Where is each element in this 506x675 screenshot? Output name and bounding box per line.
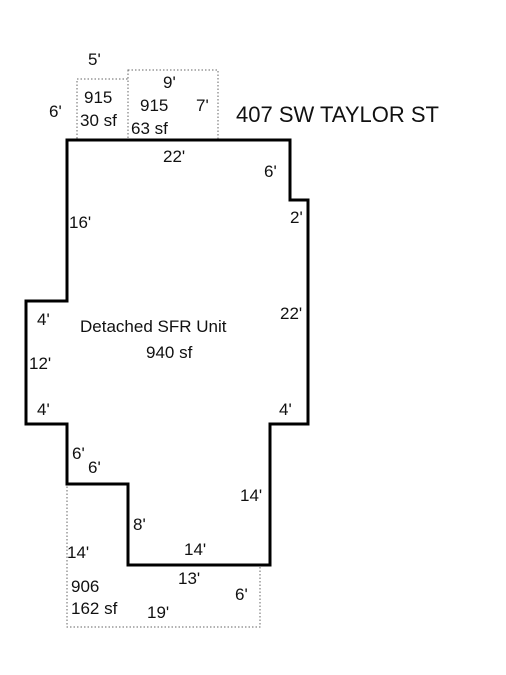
main-unit-area: 940 sf bbox=[146, 343, 193, 362]
dimension-label: 6' bbox=[49, 102, 62, 121]
dimension-label: 9' bbox=[163, 73, 176, 92]
annex-code-1: 915 bbox=[84, 88, 112, 107]
dimension-label: 22' bbox=[163, 147, 185, 166]
dimension-label: 7' bbox=[196, 96, 209, 115]
dimension-label: 22' bbox=[280, 304, 302, 323]
dimension-label: 14' bbox=[184, 540, 206, 559]
dimension-label: 2' bbox=[290, 208, 303, 227]
annex-906-outline bbox=[66, 483, 261, 628]
dimension-label: 19' bbox=[147, 603, 169, 622]
dimension-label: 4' bbox=[37, 310, 50, 329]
annex-code-3: 906 bbox=[71, 577, 99, 596]
annex-area-2: 63 sf bbox=[131, 119, 168, 138]
dimension-label: 13' bbox=[178, 569, 200, 588]
dimension-label: 4' bbox=[37, 400, 50, 419]
annex-area-1: 30 sf bbox=[80, 111, 117, 130]
annex-915-large-outline bbox=[127, 69, 219, 141]
dimension-label: 8' bbox=[133, 515, 146, 534]
annex-code-2: 915 bbox=[140, 96, 168, 115]
dimension-label: 6' bbox=[235, 585, 248, 604]
dimension-label: 14' bbox=[240, 486, 262, 505]
main-unit-name: Detached SFR Unit bbox=[80, 317, 227, 336]
dimension-label: 6' bbox=[72, 444, 85, 463]
dimension-label: 12' bbox=[29, 354, 51, 373]
dimension-label: 16' bbox=[69, 213, 91, 232]
dimension-label: 6' bbox=[264, 162, 277, 181]
dimension-label: 4' bbox=[279, 400, 292, 419]
main-unit-outline bbox=[24, 138, 310, 567]
dimension-label: 6' bbox=[88, 458, 101, 477]
annex-area-3: 162 sf bbox=[71, 599, 118, 618]
dimension-label: 14' bbox=[67, 543, 89, 562]
address-label: 407 SW TAYLOR ST bbox=[236, 102, 439, 127]
dimension-label: 5' bbox=[88, 50, 101, 69]
